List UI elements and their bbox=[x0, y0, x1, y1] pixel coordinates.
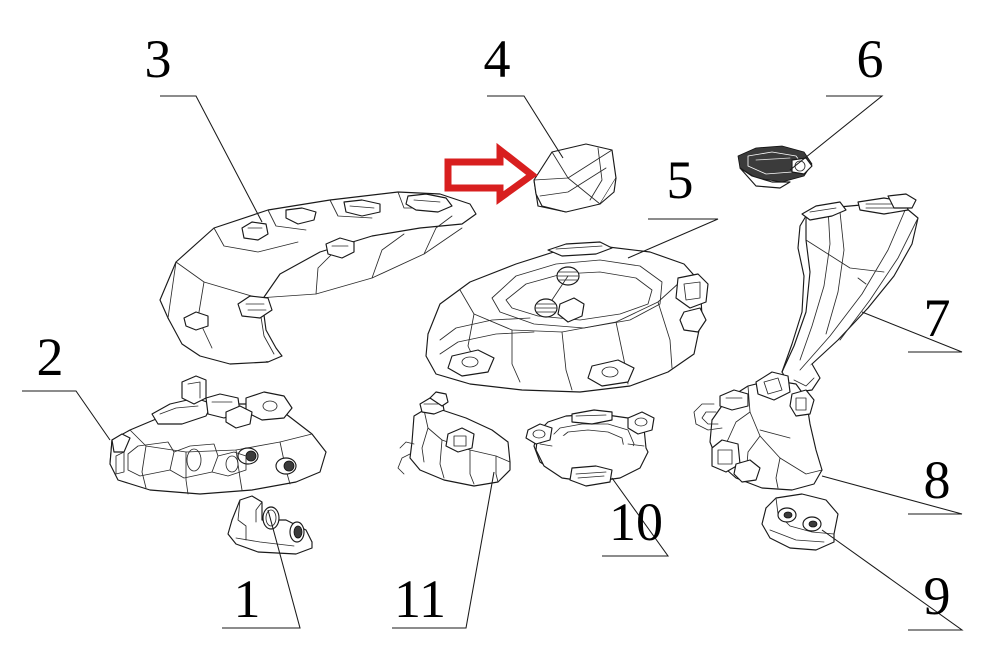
part-6-small-clip-bracket[interactable] bbox=[737, 145, 813, 189]
leader-line-1 bbox=[222, 509, 301, 629]
leader-line-3 bbox=[160, 95, 263, 223]
part-9-right-mounting-plate[interactable] bbox=[761, 493, 839, 551]
callout-label-10[interactable]: 10 bbox=[609, 492, 663, 552]
leader-line-11 bbox=[392, 471, 495, 629]
callout-label-9[interactable]: 9 bbox=[924, 566, 951, 626]
leader-line-6 bbox=[789, 95, 884, 171]
callout-label-7[interactable]: 7 bbox=[924, 288, 951, 348]
leader-line-5 bbox=[627, 218, 719, 259]
leader-line-2 bbox=[22, 390, 111, 441]
red-highlight-arrow bbox=[444, 142, 538, 205]
leader-line-9 bbox=[821, 529, 964, 631]
callout-label-5[interactable]: 5 bbox=[667, 150, 694, 210]
leader-line-8 bbox=[821, 475, 963, 515]
callout-label-4[interactable]: 4 bbox=[484, 29, 511, 89]
callout-numbers: 3 4 6 5 2 7 8 10 1 11 9 bbox=[37, 29, 951, 629]
leader-line-7 bbox=[861, 311, 963, 353]
part-5-center-headlight-housing[interactable] bbox=[425, 241, 709, 393]
leader-lines bbox=[22, 95, 964, 631]
callout-label-1[interactable]: 1 bbox=[234, 569, 261, 629]
part-1-lower-mounting-bracket[interactable] bbox=[227, 495, 313, 555]
part-7-right-side-wing-panel[interactable] bbox=[781, 193, 919, 393]
leader-line-10 bbox=[602, 477, 670, 557]
part-3-upper-side-fairing-panel[interactable] bbox=[159, 191, 477, 365]
callout-label-2[interactable]: 2 bbox=[37, 327, 64, 387]
part-10-fog-light-bezel-ring[interactable] bbox=[525, 409, 655, 487]
part-8-right-lower-fairing-panel[interactable] bbox=[693, 371, 823, 491]
callout-label-3[interactable]: 3 bbox=[145, 29, 172, 89]
callout-label-11[interactable]: 11 bbox=[394, 569, 446, 629]
leader-line-4 bbox=[487, 95, 564, 159]
callout-label-8[interactable]: 8 bbox=[924, 450, 951, 510]
part-4-hexagonal-cover-cap[interactable] bbox=[533, 143, 617, 213]
part-2-left-lower-fairing-panel[interactable] bbox=[109, 375, 327, 495]
callout-label-6[interactable]: 6 bbox=[857, 29, 884, 89]
part-11-left-air-duct-trim[interactable] bbox=[397, 391, 511, 487]
